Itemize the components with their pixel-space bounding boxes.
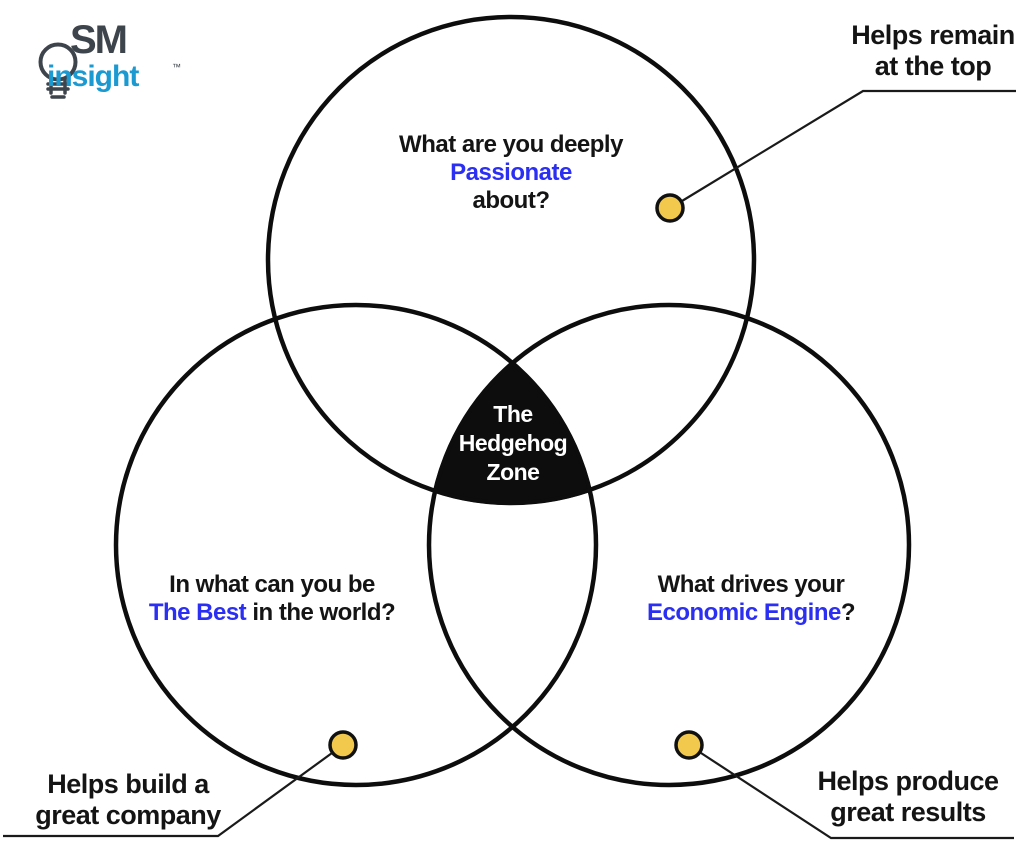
question-economic-engine: What drives your Economic Engine? (646, 571, 856, 627)
callout-helps-produce-line1: Helps produce (817, 766, 999, 796)
circle-best-in-world (113, 302, 599, 788)
callout-helps-remain-line2: at the top (874, 51, 992, 81)
marker-dot-top (655, 193, 685, 223)
callout-helps-remain: Helps remain at the top (851, 20, 1015, 82)
callout-helps-remain-line1: Helps remain (851, 20, 1015, 50)
question-best-line2: The Best in the world? (148, 599, 396, 627)
question-economic-line1: What drives your (657, 571, 845, 598)
circle-economic-engine (426, 302, 912, 788)
callout-line-bottom-left (3, 752, 333, 838)
question-passionate-line1: What are you deeply (399, 131, 623, 158)
question-passionate-line2: about? (472, 187, 550, 214)
marker-dot-bottom-right (674, 730, 704, 760)
zone-line1: The (493, 401, 533, 427)
callout-line-bottom-right (700, 752, 1014, 840)
question-best-highlight: The Best (148, 599, 247, 626)
question-passionate-highlight: Passionate (450, 159, 572, 186)
sm-insight-logo: SM insight ™ (34, 18, 194, 120)
logo-trademark: ™ (172, 62, 181, 72)
question-economic-line2: Economic Engine? (646, 599, 856, 627)
lightbulb-icon (38, 42, 78, 99)
zone-line2: Hedgehog (458, 430, 568, 456)
zone-line3: Zone (486, 459, 540, 485)
question-best-line1: In what can you be (169, 571, 375, 598)
callout-line-top-right (681, 89, 1016, 202)
marker-dot-bottom-left (328, 730, 358, 760)
question-economic-highlight: Economic Engine (646, 599, 841, 626)
callout-helps-build-line2: great company (35, 800, 221, 830)
callout-helps-build-line1: Helps build a (47, 769, 209, 799)
callout-helps-produce-line2: great results (830, 797, 986, 827)
question-best-in-world: In what can you be The Best in the world… (148, 571, 396, 627)
callout-helps-produce: Helps produce great results (817, 766, 999, 828)
question-best-rest: in the world? (246, 599, 396, 626)
callout-helps-build: Helps build a great company (35, 769, 221, 831)
question-economic-rest: ? (840, 599, 856, 626)
logo-insight-text: insight (47, 60, 139, 93)
hedgehog-zone-label: The Hedgehog Zone (458, 400, 568, 487)
logo-sm-text: SM (70, 18, 128, 62)
hedgehog-zone-shape (433, 361, 592, 505)
question-passionate: What are you deeply Passionate about? (399, 131, 623, 215)
